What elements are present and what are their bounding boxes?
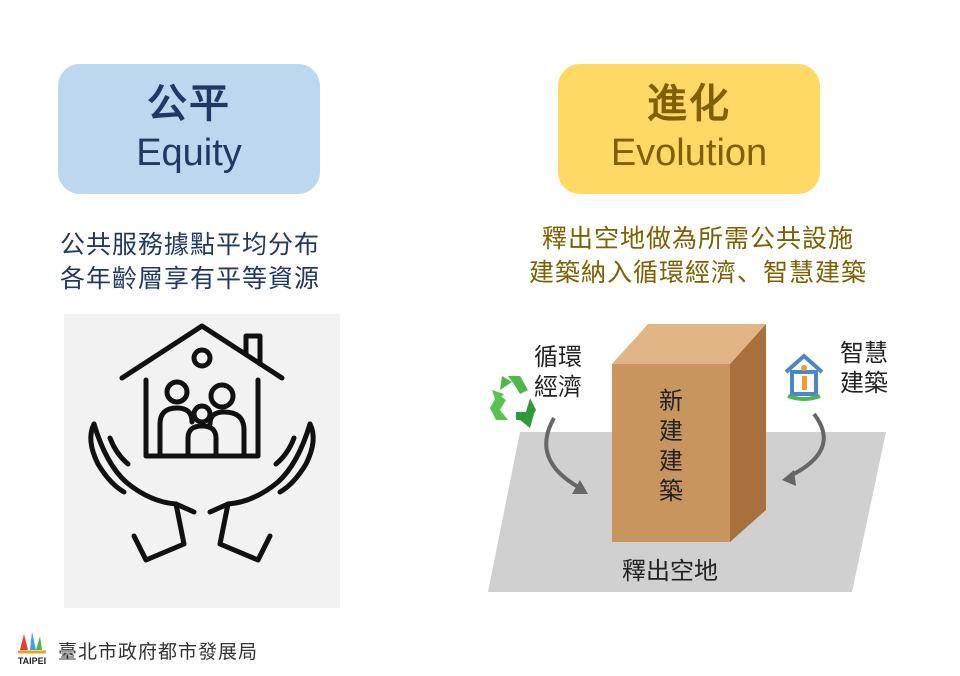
equity-badge: 公平 Equity xyxy=(58,64,320,194)
new-building-diagram: 循環 經濟 智慧 建築 新 建 建 築 釋出空地 xyxy=(450,310,930,610)
equity-title-en: Equity xyxy=(136,132,242,174)
evolution-badge: 進化 Evolution xyxy=(558,64,820,194)
recycle-icon xyxy=(490,376,536,428)
taipei-logo-icon xyxy=(18,632,46,654)
left-arrow-head xyxy=(572,480,588,494)
smart-building-label: 智慧 建築 xyxy=(840,338,888,398)
footer-organization: 臺北市政府都市發展局 xyxy=(58,641,259,663)
box-side xyxy=(730,324,766,542)
left-curved-arrow xyxy=(544,417,581,490)
evolution-desc-line1: 釋出空地做為所需公共設施 xyxy=(541,224,854,253)
house-family-hands-icon xyxy=(88,323,316,563)
equity-title-zh: 公平 xyxy=(147,81,231,127)
open-space-label: 釋出空地 xyxy=(622,557,718,585)
new-building-label: 新 建 建 築 xyxy=(658,386,684,506)
equity-description: 公共服務據點平均分布 各年齡層享有平等資源 xyxy=(20,228,360,296)
new-building-char-1: 新 xyxy=(659,387,683,415)
right-curved-arrow xyxy=(789,412,826,478)
new-building-char-3: 建 xyxy=(659,447,683,475)
box-front xyxy=(612,364,730,542)
circular-economy-line1: 循環 xyxy=(534,343,582,371)
evolution-description: 釋出空地做為所需公共設施 建築納入循環經濟、智慧建築 xyxy=(478,222,918,290)
equity-desc-line1: 公共服務據點平均分布 xyxy=(59,230,320,259)
circular-economy-line2: 經濟 xyxy=(534,373,582,401)
smart-building-icon xyxy=(784,353,824,401)
new-building-char-4: 築 xyxy=(659,477,683,505)
diagram-graphics xyxy=(488,324,886,592)
equity-icon-panel xyxy=(64,314,340,608)
taipei-logo: TAIPEI xyxy=(14,630,50,672)
evolution-title-en: Evolution xyxy=(610,132,768,174)
smart-building-line1: 智慧 xyxy=(840,339,888,367)
taipei-logo-text: TAIPEI xyxy=(17,656,47,666)
evolution-desc-line2: 建築納入循環經濟、智慧建築 xyxy=(528,258,867,287)
box-top xyxy=(612,324,766,364)
new-building-char-2: 建 xyxy=(659,417,683,445)
smart-building-line2: 建築 xyxy=(840,369,888,397)
right-arrow-head xyxy=(782,470,796,486)
circular-economy-label: 循環 經濟 xyxy=(534,342,582,402)
equity-desc-line2: 各年齡層享有平等資源 xyxy=(59,264,320,293)
evolution-title-zh: 進化 xyxy=(647,81,731,127)
